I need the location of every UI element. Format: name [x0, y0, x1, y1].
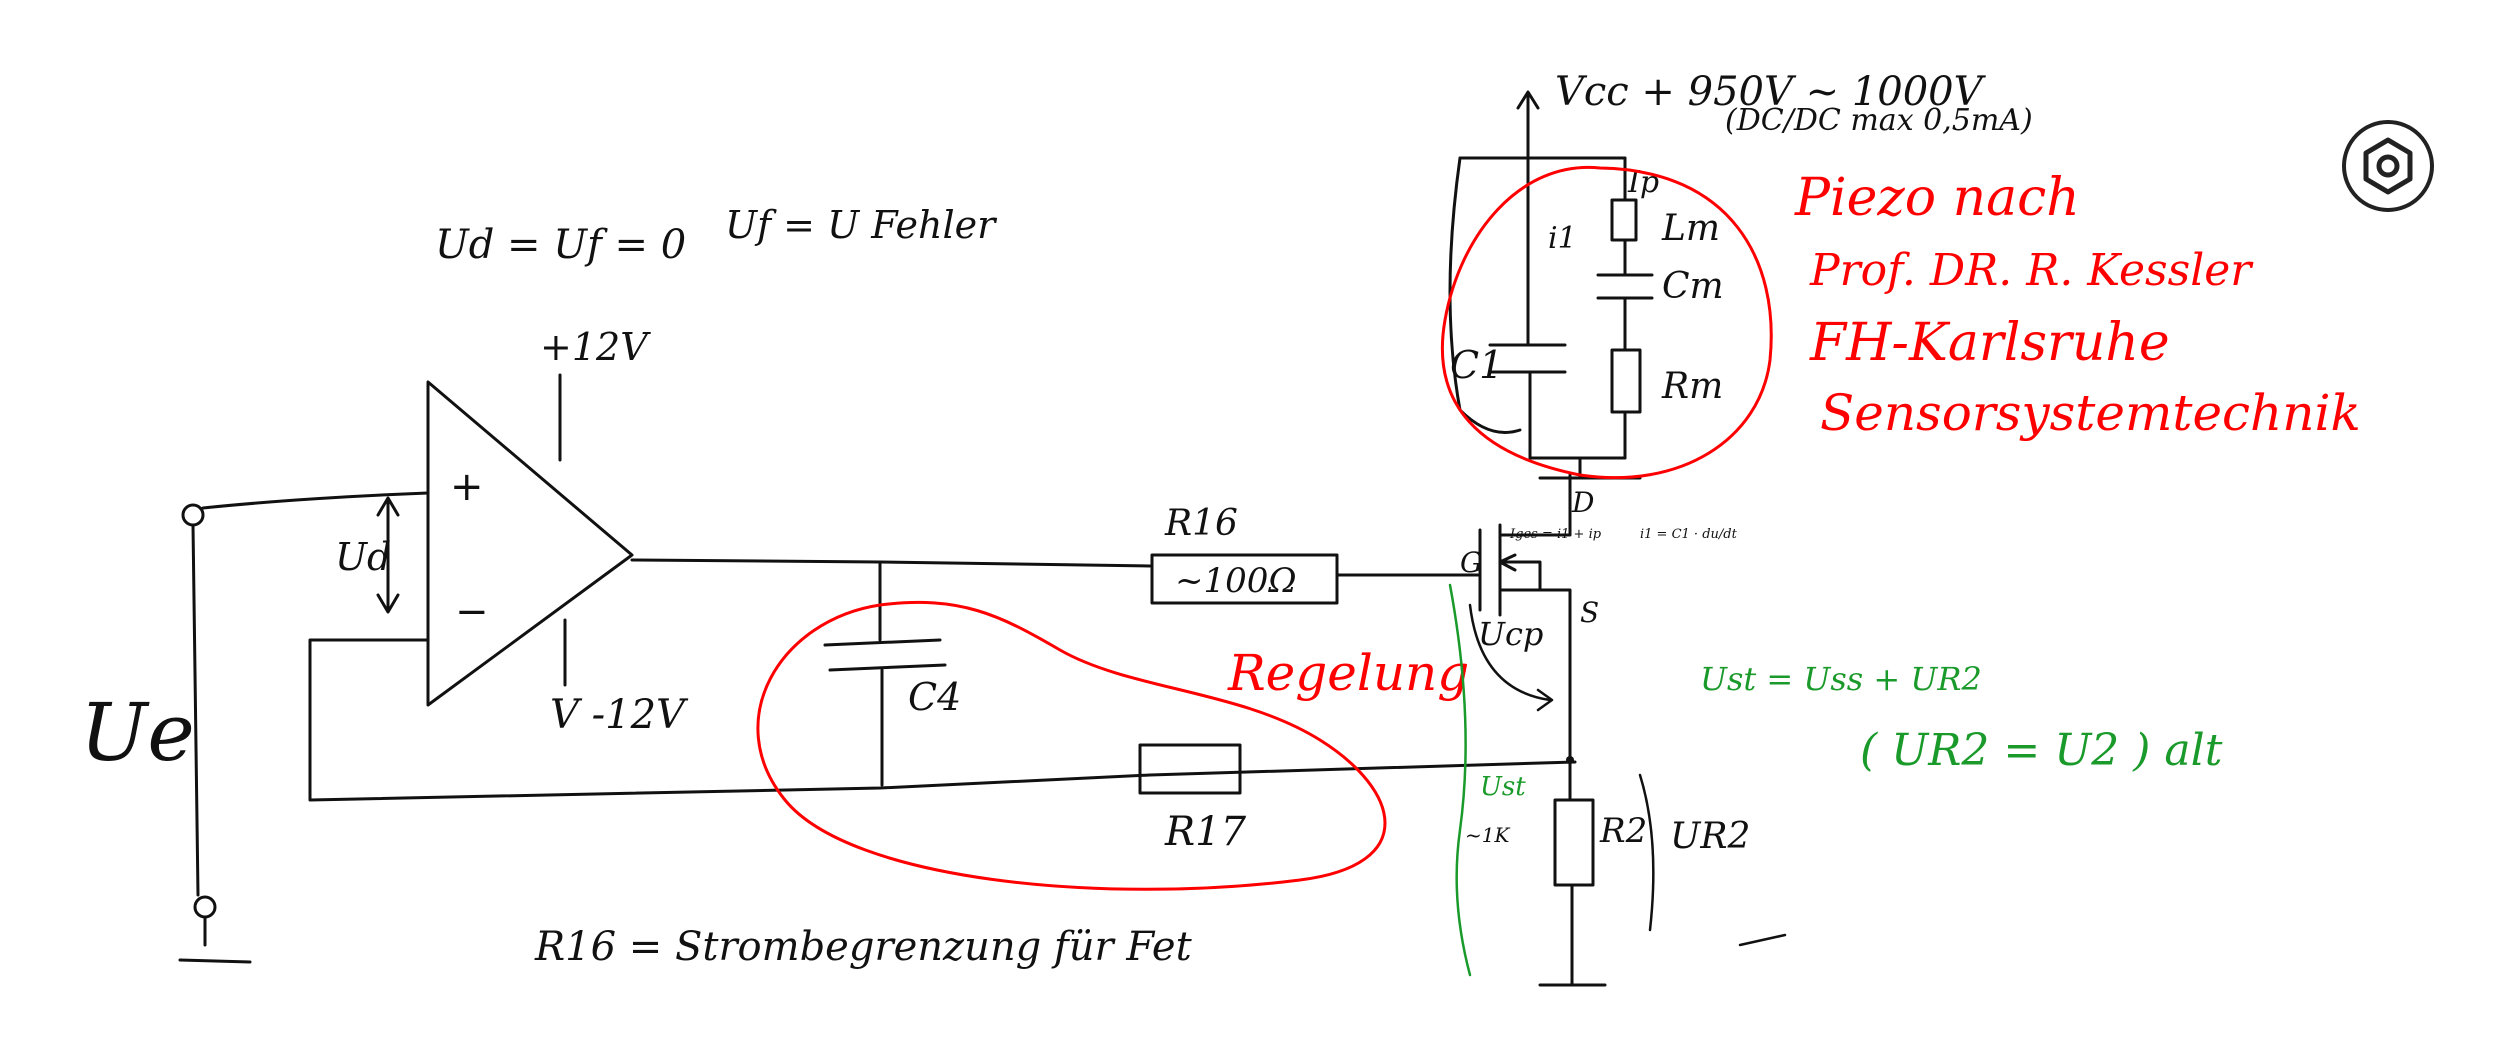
rm-label: Rm: [1661, 366, 1723, 407]
r1k-label: ~1K: [1465, 823, 1510, 847]
opamp-minus-sign: −: [455, 589, 489, 635]
ur2-equation: ( UR2 = U2 ) alt: [1860, 725, 2223, 776]
cm-label: Cm: [1662, 266, 1724, 307]
hexagon-settings-icon[interactable]: [2342, 120, 2434, 212]
r16-value: ~100Ω: [1175, 561, 1297, 601]
piezo-author: Prof. DR. R. Kessler: [1809, 245, 2254, 296]
c4-label: C4: [908, 675, 961, 719]
ust-small-label: Ust: [1480, 772, 1526, 802]
input-terminal: [178, 491, 430, 964]
output-wire: [630, 558, 1152, 568]
i1-label: i1: [1548, 221, 1577, 256]
ud-label: Ud: [335, 535, 391, 579]
ust-equation: Ust = Uss + UR2: [1700, 660, 1982, 698]
drain-label: D: [1571, 486, 1594, 519]
r16-note: R16 = Strombegrenzung für Fet: [534, 924, 1193, 970]
ur2-label: UR2: [1670, 816, 1750, 857]
source-label: S: [1580, 596, 1599, 629]
ue-label: Ue: [80, 686, 195, 779]
ud-equation: Ud = Uf = 0: [435, 222, 686, 268]
resistor-r2: [1538, 756, 1607, 987]
hexagon-nut-icon: [2363, 137, 2413, 195]
piezo-institute: FH-Karlsruhe: [1809, 313, 2170, 373]
piezo-model: [1448, 90, 1654, 480]
resistor-r16: [1150, 553, 1462, 605]
regelung-loop: [756, 601, 1387, 891]
ud-arrow: [376, 496, 400, 614]
r17-label: R17: [1164, 809, 1247, 855]
feedback-wire: [308, 638, 1577, 802]
supply-minus12: V -12V: [550, 692, 689, 738]
ust-line: [1448, 583, 1472, 977]
c1-label: C1: [1450, 343, 1503, 387]
ucp-arrow: [1468, 603, 1552, 702]
resistor-r17: [1138, 743, 1242, 795]
regelung-label: Regelung: [1227, 644, 1469, 702]
vcc-label: Vcc + 950V ~ 1000V: [1555, 69, 1987, 115]
op-amp: + −: [426, 373, 634, 707]
r16-label: R16: [1164, 503, 1238, 544]
uf-equation: Uf = U Fehler: [725, 203, 998, 247]
opamp-plus-sign: +: [450, 464, 484, 510]
supply-plus12: +12V: [540, 325, 651, 369]
gate-label: G: [1460, 546, 1482, 579]
capacitor-c4: [823, 560, 947, 787]
dcdc-note: (DC/DC max 0,5mA): [1725, 103, 2033, 138]
small-equation-1: Iges = i1 + ip: [1509, 527, 1602, 542]
lm-label: Lm: [1661, 208, 1720, 249]
small-equation-2: i1 = C1 · du/dt: [1640, 527, 1738, 542]
ucp-label: Ucp: [1478, 615, 1543, 653]
piezo-outline: [1440, 165, 1773, 480]
mosfet: [1458, 473, 1572, 762]
piezo-dept: Sensorsystemtechnik: [1820, 384, 2361, 442]
piezo-title: Piezo nach: [1794, 168, 2080, 228]
r2-label: R2: [1599, 811, 1647, 851]
